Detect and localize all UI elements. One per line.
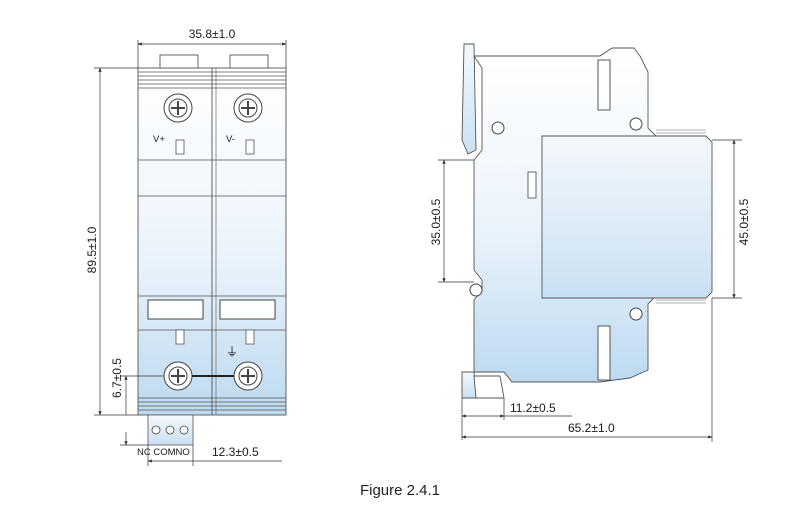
dim-width-label: 35.8±1.0 xyxy=(189,27,236,41)
screw-icon xyxy=(233,361,263,391)
side-view: 35.0±0.5 45.0±0.5 11.2±0.5 65.2±1.0 xyxy=(429,43,751,442)
dim-body-label: 45.0±0.5 xyxy=(737,198,751,245)
label-neg: V- xyxy=(226,134,235,145)
front-view: V+ V- ⏚ NC COMNO xyxy=(85,27,287,466)
pin-labels: NC COMNO xyxy=(137,447,190,458)
dim-depth-label: 65.2±1.0 xyxy=(568,421,615,435)
label-pos: V+ xyxy=(153,134,165,145)
dim-pin-label: 12.3±0.5 xyxy=(212,445,259,459)
figure-caption: Figure 2.4.1 xyxy=(359,482,441,499)
dim-terminal-label: 6.7±0.5 xyxy=(110,358,124,398)
ground-icon: ⏚ xyxy=(226,345,238,359)
dim-clip-label: 11.2±0.5 xyxy=(510,401,556,415)
screw-icon xyxy=(163,361,193,391)
dim-height-label: 89.5±1.0 xyxy=(85,226,99,273)
dim-rail-label: 35.0±0.5 xyxy=(429,198,443,245)
screw-icon xyxy=(233,93,263,123)
screw-icon xyxy=(163,93,193,123)
